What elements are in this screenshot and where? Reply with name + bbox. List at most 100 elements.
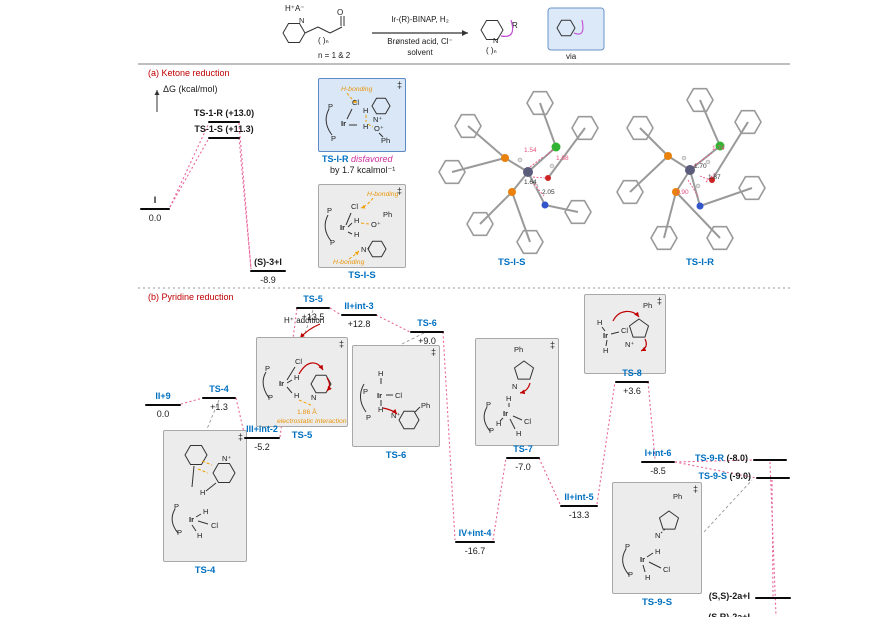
level-label: IV+int-4 [458, 528, 492, 538]
atom-p: P [330, 238, 335, 247]
atom-n-plus: N⁺ [391, 411, 400, 420]
ts-9-s-structure: Ph N P P Ir H H Cl [622, 492, 682, 582]
distance-label: 1.70 [694, 163, 707, 170]
ts-i-s-box: ‡ H-bonding P P Ir Cl H H O⁺ Ph N⁺ H-bon… [318, 184, 406, 268]
delta-g-axis-label: ΔG (kcal/mol) [163, 84, 218, 94]
atom-p: P [327, 206, 332, 215]
ts-i-r-structure: H-bonding N⁺ H H P P Ir Cl O⁺ Ph [325, 86, 391, 145]
energy-bar [208, 137, 240, 140]
energy-bar [140, 208, 170, 211]
energy-bar [753, 459, 787, 462]
energy-bar [341, 314, 377, 317]
ts-i-r-caption-line2: by 1.7 kcalmol⁻¹ [330, 165, 396, 175]
via-chloride-label: Cl⁻ [585, 12, 596, 19]
condition-line-1: Ir-(R)-BINAP, H₂ [391, 15, 449, 24]
atom-o-plus: O⁺ [371, 220, 381, 229]
atom-ph: Ph [514, 345, 523, 354]
counterion-label: H⁺A⁻ [285, 4, 305, 13]
atom-p: P [366, 413, 371, 422]
caption-ts-5: TS-5 [291, 430, 313, 441]
h-bonding-label: H-bonding [341, 86, 373, 93]
atom-ir: Ir [603, 331, 608, 340]
level-energy: +1.3 [210, 402, 228, 412]
section-a-title: (a) Ketone reduction [148, 68, 230, 78]
via-n-plus-label: N⁺ [571, 30, 580, 37]
atom-ph: Ph [421, 401, 430, 410]
ts-6-structure: H P P Ir Cl H N⁺ Ph [360, 369, 430, 430]
distance-label: 2.05 [542, 189, 555, 196]
atom-p: P [486, 400, 491, 409]
atom-h: H [354, 216, 359, 225]
ketone-oxygen-label: O [337, 8, 344, 17]
ts-9-s-box: ‡ Ph N P P Ir H H Cl [612, 482, 702, 594]
reactant-structure: N [282, 16, 345, 43]
dagger-symbol: ‡ [338, 339, 344, 349]
energy-bar [455, 541, 495, 544]
atom-ph: Ph [643, 301, 652, 310]
energy-bar [756, 477, 790, 480]
atom-h: H [645, 573, 650, 582]
level-energy: +3.6 [623, 386, 641, 396]
energy-bar [641, 461, 675, 464]
level-label: TS-5 [303, 294, 323, 304]
energy-bar [244, 437, 280, 440]
atom-p: P [625, 542, 630, 551]
atom-h: H [378, 369, 383, 378]
atom-cl: Cl [351, 202, 358, 211]
energy-bar [560, 505, 598, 508]
energy-bar [296, 307, 330, 310]
ts-4-structure: N⁺ H P P Ir Cl H H [171, 445, 236, 540]
level-energy: +9.0 [418, 336, 436, 346]
level-label: III+int-2 [246, 424, 278, 434]
level-energy: 0.0 [148, 213, 162, 223]
atom-p: P [268, 393, 273, 402]
product-ring-bracket: ( )ₙ [486, 46, 497, 55]
level-label: II+int-3 [344, 301, 374, 311]
atom-h: H [203, 507, 208, 516]
level-label: TS-9-R (-8.0) [694, 453, 748, 463]
dagger-symbol: ‡ [430, 347, 436, 357]
level-energy: +13.5 [301, 312, 325, 322]
atom-cl: Cl [524, 417, 531, 426]
atom-n: N [512, 382, 517, 391]
atom-h: H [378, 405, 383, 414]
atom-n-plus: N⁺ [361, 245, 370, 254]
distance-label: 1.64 [524, 179, 537, 186]
atom-p: P [628, 570, 633, 579]
atom-cl: Cl [621, 326, 628, 335]
electrostatic-label: electrostatic interaction [277, 418, 347, 425]
atom-p: P [489, 426, 494, 435]
level-label: (S)-3+I [254, 257, 282, 267]
atom-cl: Cl [663, 565, 670, 574]
atom-h: H [496, 419, 501, 428]
molecule-3d-ts-i-r: 1.74 1.70 1.87 1.90 [616, 87, 766, 251]
atom-ir: Ir [503, 409, 508, 418]
section-b-title: (b) Pyridine reduction [148, 292, 234, 302]
atom-h: H [294, 373, 299, 382]
atom-cl: Cl [395, 391, 402, 400]
atom-cl: Cl [295, 357, 302, 366]
atom-n-plus: N⁺ [373, 115, 382, 124]
atom-p: P [328, 102, 333, 111]
svg-text:N: N [493, 36, 498, 45]
atom-p: P [174, 502, 179, 511]
atom-h: H [655, 547, 660, 556]
svg-text:N: N [299, 16, 304, 25]
energy-bar [410, 331, 444, 334]
atom-ir: Ir [640, 555, 645, 564]
level-label: TS-8 [622, 368, 642, 378]
level-energy: -7.0 [515, 462, 531, 472]
energy-bar [208, 121, 240, 124]
level-label: I+int-6 [644, 448, 672, 458]
dagger-symbol: ‡ [396, 186, 402, 196]
dagger-symbol: ‡ [549, 340, 555, 350]
atom-h: H [597, 318, 602, 327]
level-energy: 0.0 [156, 409, 170, 419]
atom-ir: Ir [377, 391, 382, 400]
atom-ph: Ph [381, 136, 390, 145]
dagger-symbol: ‡ [396, 80, 402, 90]
atom-o-plus: O⁺ [374, 124, 384, 133]
product-structure: N [480, 19, 514, 45]
distance-label: 1.68 [556, 155, 569, 162]
